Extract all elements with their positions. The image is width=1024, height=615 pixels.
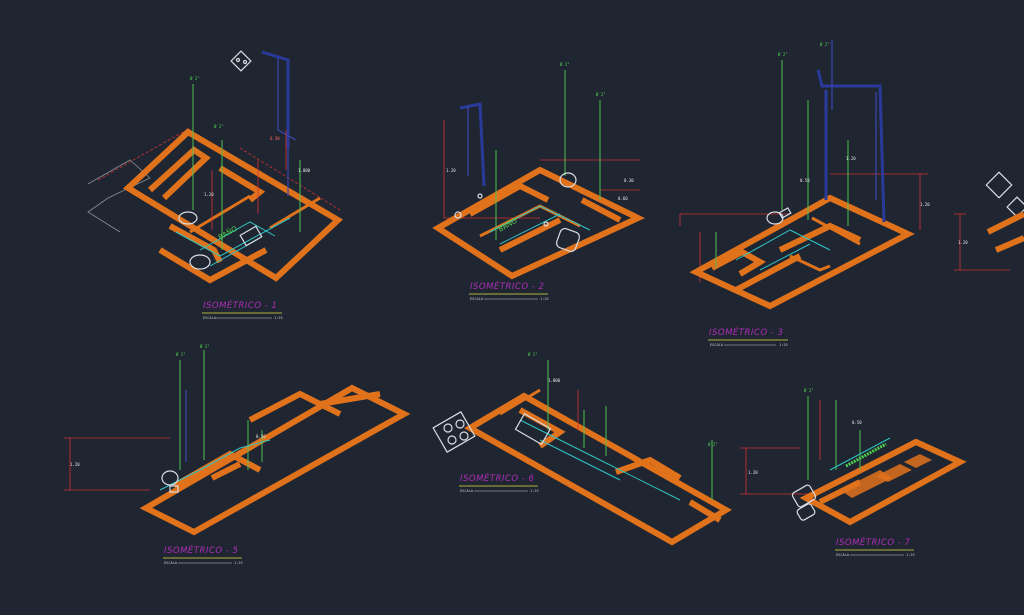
isometric-drawing-1: Ø 2" Ø 2" 1.800 1.20 0.30 BAÑO ISOMÉTRIC… (87, 50, 343, 320)
height-tag: 1.20 (846, 156, 856, 161)
height-tag: 1.20 (748, 470, 758, 475)
pipe-tag: Ø 2" (214, 124, 224, 129)
pipe-tag: Ø 2" (560, 62, 570, 67)
isometric-drawing-4-partial: 1.20 (954, 171, 1024, 271)
scale-value: 1:25 (906, 553, 915, 557)
pipe-tag: Ø 2" (778, 52, 788, 57)
isometric-drawing-6: Ø 2" 1.800 Ø 2" ISOMÉTRICO - 6 ESCALA 1:… (432, 352, 732, 546)
pipe-tag: Ø 2" (190, 76, 200, 81)
scale-value: 1:25 (540, 297, 549, 301)
drawing-title: ISOMÉTRICO - 2 (470, 280, 544, 292)
height-tag: 1.20 (70, 462, 80, 467)
scale-label: ESCALA (710, 343, 724, 347)
scale-value: 1:25 (530, 489, 539, 493)
pipe-tag: Ø 2" (528, 352, 538, 357)
isometric-drawing-7: Ø 2" 1.20 0.50 ISOMÉTRICO - 7 ESCALA 1:2… (740, 388, 967, 557)
scale-label: ESCALA (470, 297, 484, 301)
pipe-tag: Ø 2" (596, 92, 606, 97)
scale-value: 1:25 (779, 343, 788, 347)
pipe-tag: Ø 2" (176, 352, 186, 357)
height-tag: 1.800 (298, 168, 311, 173)
height-tag: 1.20 (958, 240, 968, 245)
height-tag: 0.50 (256, 434, 266, 439)
height-tag: 0.60 (618, 196, 628, 201)
drawing-title: ISOMÉTRICO - 3 (709, 326, 783, 338)
room-label: BAÑO (217, 224, 240, 242)
height-tag: 1.20 (920, 202, 930, 207)
isometric-drawing-3: Ø 2" Ø 2" 1.20 1.20 0.50 ISOMÉTRICO - 3 … (679, 40, 930, 347)
scale-value: 1:25 (234, 561, 243, 565)
isometric-drawing-5: Ø 2" Ø 2" 1.20 0.50 ISOMÉTRICO - 5 ESCAL… (64, 344, 411, 565)
scale-label: ESCALA (164, 561, 178, 565)
scale-value: 1:25 (274, 316, 283, 320)
height-tag: 1.800 (548, 378, 561, 383)
drawing-title: ISOMÉTRICO - 5 (164, 544, 238, 556)
height-tag: 0.50 (800, 178, 810, 183)
pipe-tag: Ø 2" (708, 442, 718, 447)
pipe-tag: Ø 2" (804, 388, 814, 393)
drawing-title: ISOMÉTRICO - 7 (836, 536, 910, 548)
scale-label: ESCALA (836, 553, 850, 557)
height-tag: 0.50 (852, 420, 862, 425)
height-tag: 0.30 (270, 136, 280, 141)
height-tag: 0.30 (624, 178, 634, 183)
pipe-tag: Ø 2" (200, 344, 210, 349)
isometric-drawing-2: Ø 2" Ø 2" 1.20 0.60 0.30 BAÑO ISOMÉTRICO… (432, 62, 645, 301)
height-tag: 1.20 (204, 192, 214, 197)
drawing-title: ISOMÉTRICO - 1 (203, 299, 277, 311)
scale-label: ESCALA (203, 316, 217, 320)
pipe-tag: Ø 2" (820, 42, 830, 47)
scale-label: ESCALA (460, 489, 474, 493)
height-tag: 1.20 (446, 168, 456, 173)
drawing-title: ISOMÉTRICO - 6 (460, 472, 534, 484)
